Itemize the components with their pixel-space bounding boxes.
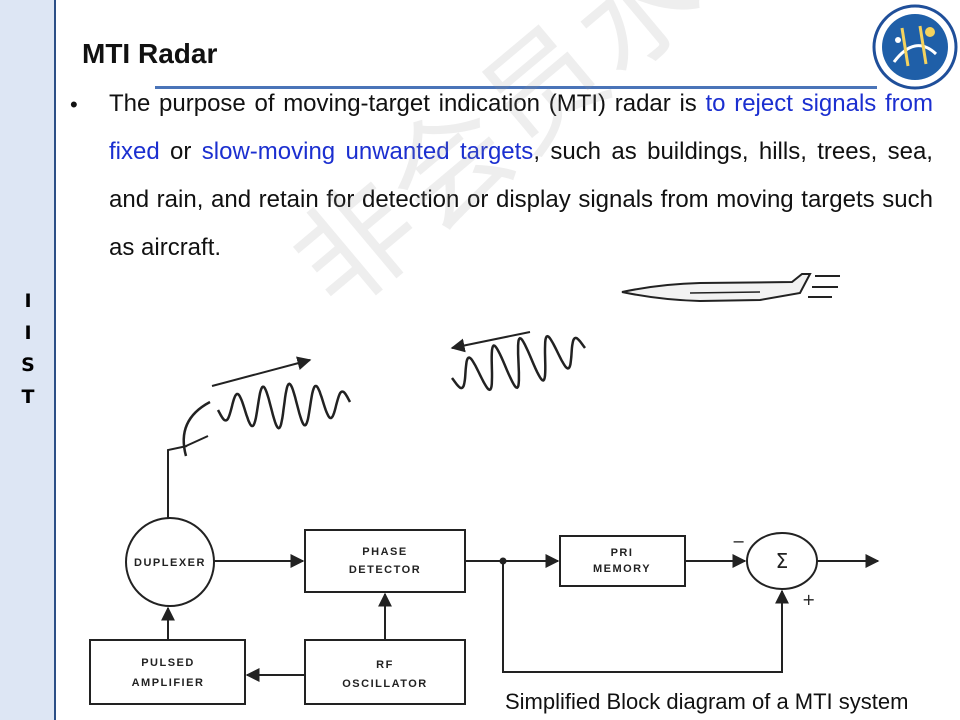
sidebar-vertical-label: I I S T: [0, 285, 56, 413]
title-underline: [155, 86, 877, 89]
summing-junction: Σ − +: [732, 532, 818, 609]
duplexer-block: DUPLEXER: [125, 517, 215, 607]
sidebar-letter: T: [21, 386, 35, 408]
para-text: , such as buildings, hills, trees, sea, …: [109, 138, 933, 261]
transmitted-wave: [211, 356, 352, 430]
rf-oscillator-label-1: RF: [376, 659, 394, 671]
rf-oscillator-block: RF OSCILLATOR: [304, 639, 466, 705]
diagram-caption: Simplified Block diagram of a MTI system: [505, 689, 909, 714]
pulsed-amplifier-block: PULSED AMPLIFIER: [89, 639, 246, 705]
pri-memory-label-1: PRI: [611, 547, 634, 559]
phase-detector-label-1: PHASE: [362, 546, 407, 558]
sum-symbol: Σ: [776, 549, 789, 573]
phase-detector-label-2: DETECTOR: [349, 564, 421, 576]
para-highlight: slow-moving unwanted targets: [201, 138, 534, 165]
sidebar-letter: I: [24, 322, 32, 344]
para-highlight: to reject signals from fixed: [109, 90, 933, 165]
phase-detector-block: PHASE DETECTOR: [304, 529, 466, 593]
sidebar-letter: I: [24, 290, 32, 312]
pulsed-amplifier-label-1: PULSED: [141, 657, 195, 669]
aircraft-icon: [621, 273, 840, 303]
echo-wave: [450, 331, 586, 392]
rf-oscillator-label-2: OSCILLATOR: [342, 678, 427, 690]
signal-connections: [161, 554, 880, 682]
minus-sign: −: [732, 532, 745, 551]
bullet-marker: •: [70, 92, 78, 117]
pulsed-amplifier-label-2: AMPLIFIER: [132, 677, 205, 689]
page-title: MTI Radar: [82, 38, 218, 69]
duplexer-label: DUPLEXER: [134, 557, 206, 569]
plus-sign: +: [802, 590, 815, 609]
radar-antenna-icon: [167, 400, 211, 536]
para-text: or: [159, 138, 202, 165]
pri-memory-label-2: MEMORY: [593, 563, 651, 575]
sidebar-letter: S: [21, 354, 35, 376]
body-paragraph: The purpose of moving-target indication …: [109, 80, 933, 272]
sidebar: I I S T: [0, 0, 56, 720]
pri-memory-block: PRI MEMORY: [559, 535, 686, 587]
para-text: The purpose of moving-target indication …: [109, 90, 706, 117]
logo-emblem-icon: [872, 4, 958, 90]
